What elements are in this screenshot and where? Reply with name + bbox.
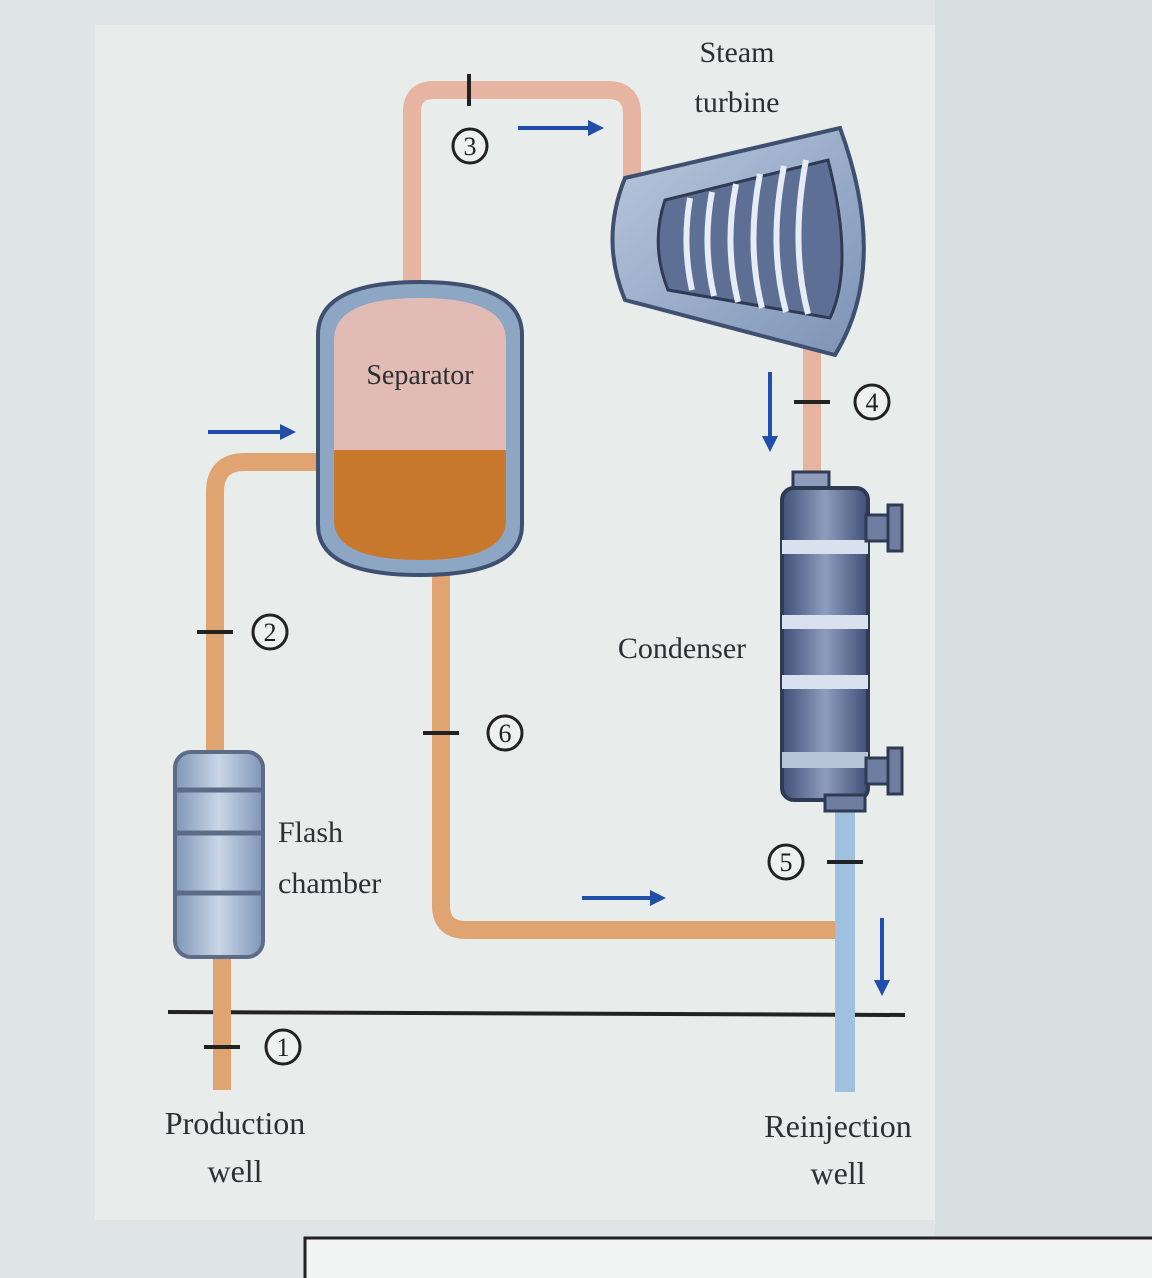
- flow-arrow-liquid-to-reinjection: [582, 890, 666, 906]
- flow-arrow-down-reinjection: [874, 918, 890, 996]
- label-separator: Separator: [366, 360, 474, 391]
- pipe-separator-liquid-line: [432, 570, 840, 939]
- pipe-separator-to-turbine: [403, 81, 641, 285]
- state-marker-2: 2: [251, 613, 289, 651]
- label-flash: Flash: [278, 816, 343, 849]
- steam-turbine: [610, 125, 866, 358]
- label-reinjection-well: well: [810, 1155, 865, 1191]
- ground-line: [167, 1010, 906, 1017]
- pipe-flash-to-separator: [206, 453, 325, 760]
- flow-arrow-to-condenser: [762, 372, 778, 452]
- state-marker-1: 1: [264, 1028, 302, 1066]
- label-reinjection: Reinjection: [764, 1108, 912, 1144]
- separator-vessel: [316, 279, 524, 578]
- state-marker-5: 5: [767, 843, 805, 881]
- flow-arrow-to-turbine: [518, 120, 604, 136]
- label-turbine: turbine: [695, 86, 780, 119]
- label-production: Production: [165, 1105, 305, 1141]
- right-margin: [935, 0, 1152, 1278]
- label-condenser: Condenser: [618, 632, 746, 665]
- label-production-well: well: [207, 1153, 262, 1189]
- svg-text:2: 2: [264, 618, 277, 647]
- state-marker-3: 3: [451, 127, 489, 165]
- label-chamber: chamber: [278, 867, 381, 900]
- flow-arrow-into-separator: [208, 424, 296, 440]
- svg-text:3: 3: [464, 132, 477, 161]
- state-marker-6: 6: [486, 714, 524, 752]
- svg-text:1: 1: [277, 1033, 290, 1062]
- state-marker-4: 4: [853, 383, 891, 421]
- svg-text:6: 6: [499, 719, 512, 748]
- svg-text:4: 4: [866, 388, 879, 417]
- flash-chamber: [173, 750, 265, 959]
- label-steam: Steam: [700, 36, 775, 69]
- svg-text:5: 5: [780, 848, 793, 877]
- answer-box: [303, 1236, 1152, 1278]
- condenser: [780, 470, 904, 813]
